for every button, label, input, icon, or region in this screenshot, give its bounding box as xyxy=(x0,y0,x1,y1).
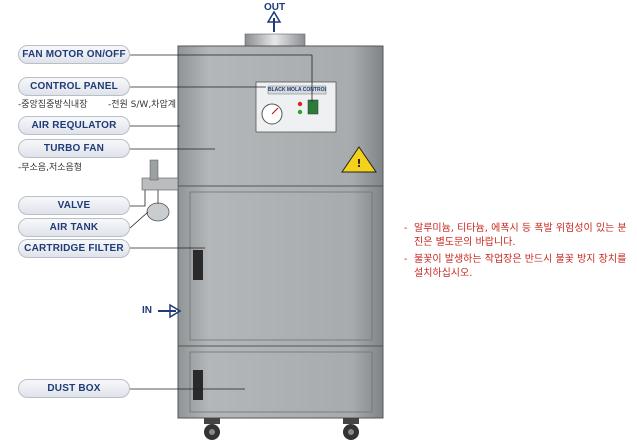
label-turbo-fan: TURBO FAN xyxy=(18,139,130,158)
label-air-regulator: AIR REQULATOR xyxy=(18,116,130,135)
sublabel-control-panel-b: -전원 S/W,차압계 xyxy=(108,100,177,110)
power-switch xyxy=(307,99,319,115)
handle-dustbox xyxy=(193,370,203,400)
cabinet-middle xyxy=(177,185,384,347)
valve-body xyxy=(141,177,179,191)
label-dust-box: DUST BOX xyxy=(18,379,130,398)
sublabel-turbo-fan: -무소음,저소음형 xyxy=(18,163,83,173)
warning-sticker xyxy=(341,146,377,173)
caution-note-text: 불꽃이 발생하는 작업장은 반드시 불꽃 방지 장치를 설치하십시오. xyxy=(414,254,627,279)
out-arrow xyxy=(266,10,282,32)
label-valve: VALVE xyxy=(18,196,130,215)
out-label: OUT xyxy=(264,2,286,13)
label-air-tank: AIR TANK xyxy=(18,218,130,237)
svg-text:!: ! xyxy=(356,157,361,170)
caution-note: - 알루미늄, 티타늄, 에폭시 등 폭발 위험성이 있는 분진은 별도문의 바… xyxy=(404,223,627,248)
cabinet-lower xyxy=(177,345,384,419)
panel-brand-text: BLACK MOLA CONTROLLER xyxy=(268,87,326,93)
label-fan-motor: FAN MOTOR ON/OFF xyxy=(18,45,130,64)
air-tank-body xyxy=(146,202,170,222)
caution-notes: - 알루미늄, 티타늄, 에폭시 등 폭발 위험성이 있는 분진은 별도문의 바… xyxy=(404,222,634,284)
in-label: IN xyxy=(142,305,152,316)
sublabel-control-panel-a: -중앙집중방식내장 xyxy=(18,100,88,110)
caution-note-text: 알루미늄, 티타늄, 에폭시 등 폭발 위험성이 있는 분진은 별도문의 바랍니… xyxy=(414,223,627,248)
caution-note: - 불꽃이 발생하는 작업장은 반드시 불꽃 방지 장치를 설치하십시오. xyxy=(404,254,627,279)
label-cartridge-filter: CARTRIDGE FILTER xyxy=(18,239,130,258)
casters xyxy=(204,418,359,440)
handle-cartridge xyxy=(193,250,203,280)
in-arrow xyxy=(158,303,182,319)
label-control-panel: CONTROL PANEL xyxy=(18,77,130,96)
